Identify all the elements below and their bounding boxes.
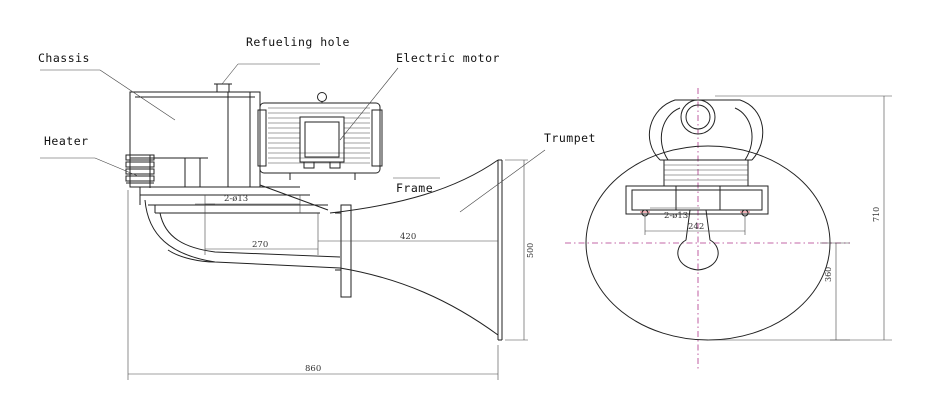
horn-throat-front xyxy=(677,209,719,271)
front-dimensions xyxy=(644,95,892,341)
dim-bolt-holes-front: 2-ø13 xyxy=(664,211,688,221)
dim-860: 860 xyxy=(305,364,321,374)
dim-bolt-holes-side: 2-ø13 xyxy=(224,194,248,204)
side-dimensions xyxy=(127,159,528,380)
label-frame: Frame xyxy=(396,181,433,195)
label-heater: Heater xyxy=(44,134,89,148)
centerlines xyxy=(565,88,850,370)
electric-motor xyxy=(257,92,383,180)
trumpet-horn xyxy=(144,159,503,341)
dim-420: 420 xyxy=(400,232,416,242)
frame-front xyxy=(625,185,769,217)
refueling-hole-cap xyxy=(214,83,232,93)
dim-270: 270 xyxy=(252,240,268,250)
label-electric-motor: Electric motor xyxy=(396,51,500,65)
label-chassis: Chassis xyxy=(38,51,90,65)
heater-coils-front xyxy=(663,159,749,187)
label-trumpet: Trumpet xyxy=(544,131,596,145)
heater-coils xyxy=(125,154,155,188)
label-refueling-hole: Refueling hole xyxy=(246,35,350,49)
front-view xyxy=(565,88,892,370)
side-view xyxy=(125,83,528,380)
dim-710: 710 xyxy=(872,207,881,222)
dim-242: 242 xyxy=(688,222,704,232)
dim-500: 500 xyxy=(526,243,535,258)
leader-lines xyxy=(40,63,546,213)
dim-360: 360 xyxy=(824,267,833,282)
